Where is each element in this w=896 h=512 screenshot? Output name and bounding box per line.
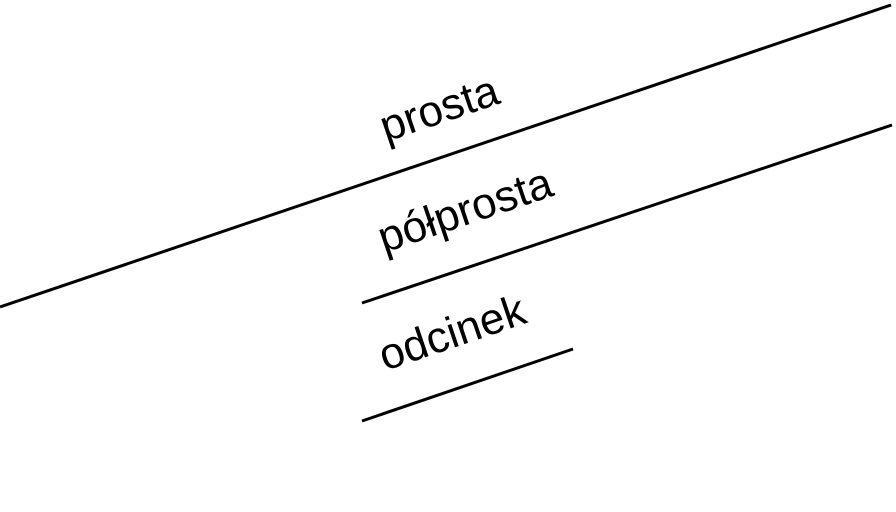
prosta-line	[0, 3, 892, 309]
odcinek-segment-line	[361, 347, 574, 423]
prosta-label: prosta	[373, 66, 505, 152]
polprosta-ray-line	[361, 123, 893, 305]
odcinek-label: odcinek	[372, 285, 532, 380]
